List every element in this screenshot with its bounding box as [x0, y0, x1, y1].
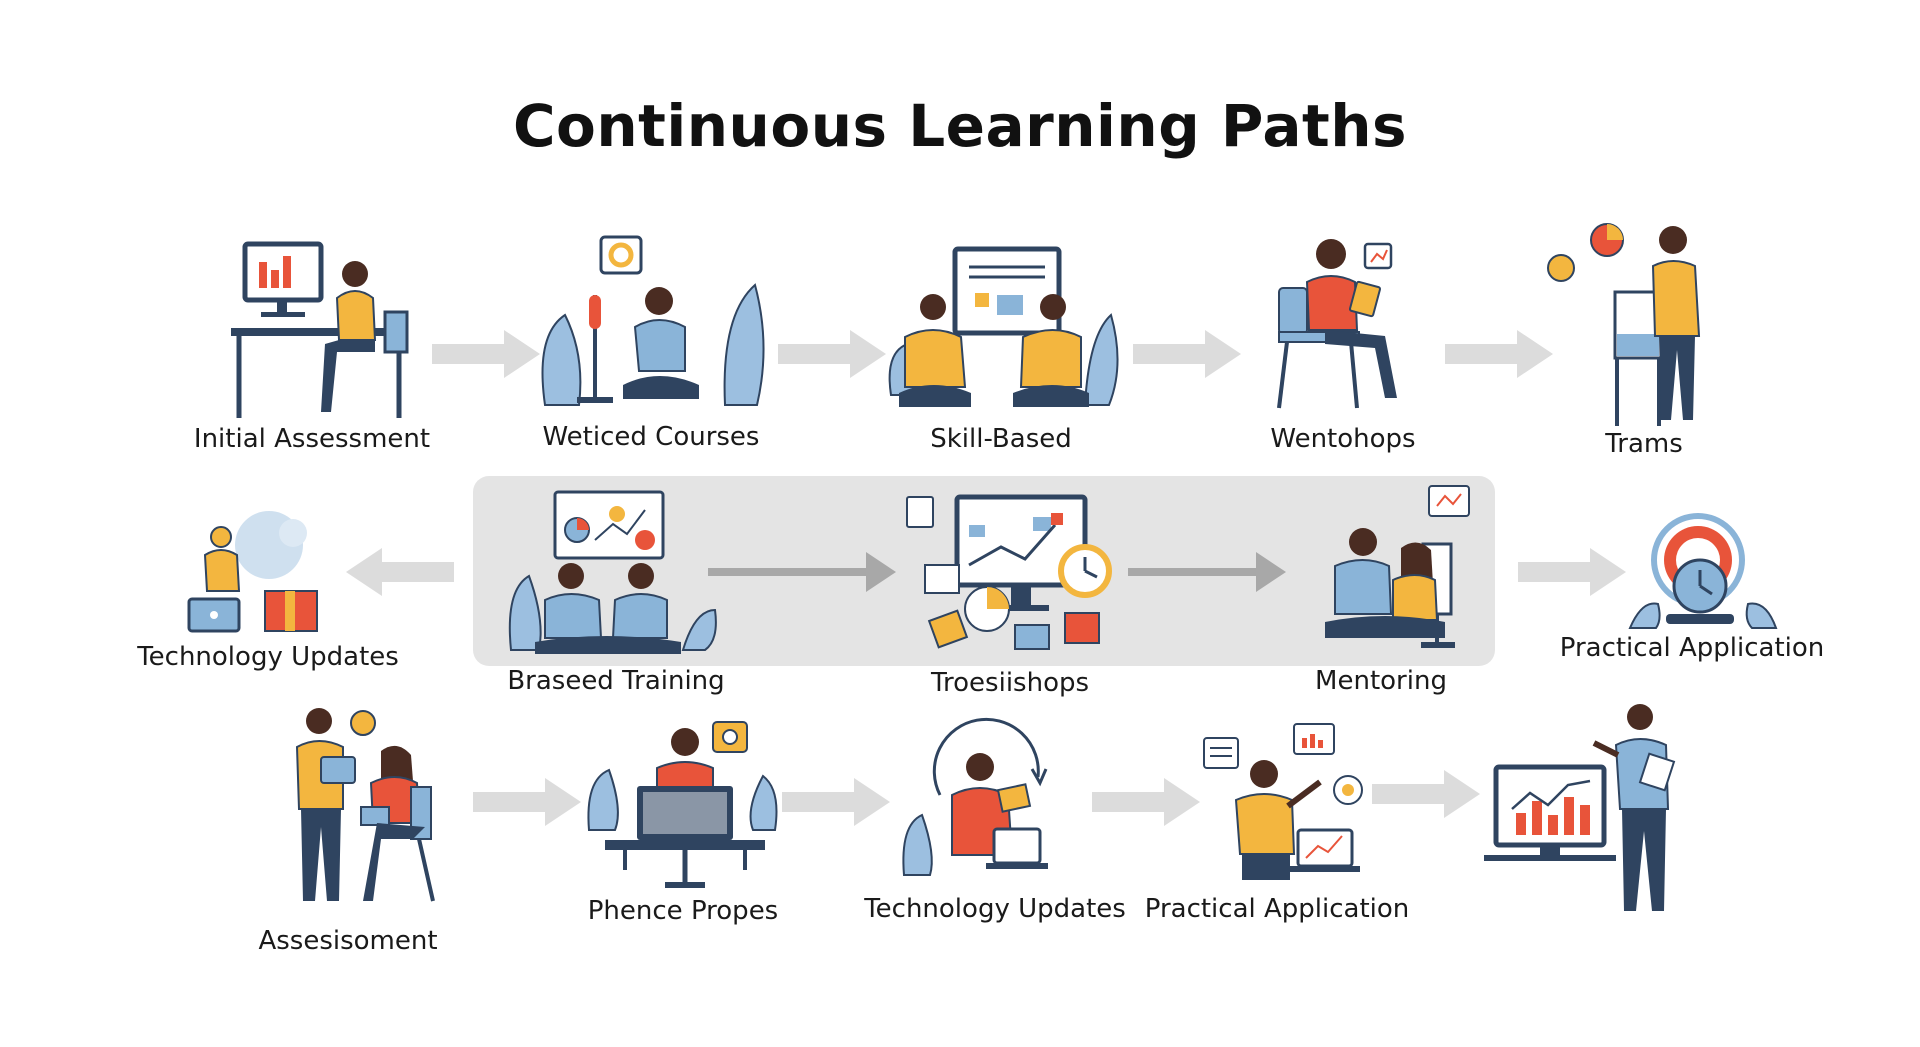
desk-computer-icon — [231, 241, 409, 418]
node-label: Practical Application — [1559, 633, 1825, 663]
presenter-board-icon — [1547, 223, 1701, 426]
cycle-laptop-icon — [902, 717, 1048, 876]
arrow-right — [1133, 330, 1241, 378]
node-label: Weticed Courses — [542, 422, 760, 452]
arrow-right — [1372, 770, 1480, 818]
arrow-right — [1128, 552, 1286, 592]
arrow-right — [778, 330, 886, 378]
dashboard-monitor-icon — [906, 494, 1112, 650]
node-label: Technology Updates — [137, 642, 399, 672]
arrow-left — [346, 548, 454, 596]
arrow-right — [1518, 548, 1626, 596]
node-label: Trams — [1605, 429, 1683, 459]
laptop-gift-icon — [187, 511, 318, 633]
easel-lesson-icon — [541, 235, 765, 406]
arrow-right — [1092, 778, 1200, 826]
page-title: Continuous Learning Paths — [512, 92, 1408, 160]
arrow-right — [782, 778, 890, 826]
arrow-right — [1445, 330, 1553, 378]
mentor-pair-icon — [1325, 485, 1470, 648]
node-label: Technology Updates — [864, 894, 1126, 924]
node-label: Skill-Based — [930, 424, 1072, 454]
arrow-right — [708, 552, 896, 592]
node-label: Wentohops — [1270, 424, 1416, 454]
node-label: Braseed Training — [507, 666, 725, 696]
growth-chart-icon — [1484, 704, 1676, 911]
node-label: Phence Propes — [587, 896, 779, 926]
node-label: Troesiishops — [930, 668, 1090, 698]
node-label: Mentoring — [1315, 666, 1447, 696]
analyst-laptop-icon — [1203, 723, 1363, 880]
workstation-icon — [587, 721, 778, 888]
node-label: Assesisoment — [258, 926, 438, 956]
target-clock-icon — [1628, 513, 1778, 629]
tablet-chair-icon — [1277, 239, 1397, 409]
node-label: Initial Assessment — [193, 424, 431, 454]
arrow-right — [432, 330, 540, 378]
standing-tablet-icon — [295, 708, 435, 902]
arrow-right — [473, 778, 581, 826]
pair-chart-icon — [508, 490, 717, 654]
team-screen-icon — [888, 246, 1119, 407]
node-label: Practical Application — [1144, 894, 1410, 924]
